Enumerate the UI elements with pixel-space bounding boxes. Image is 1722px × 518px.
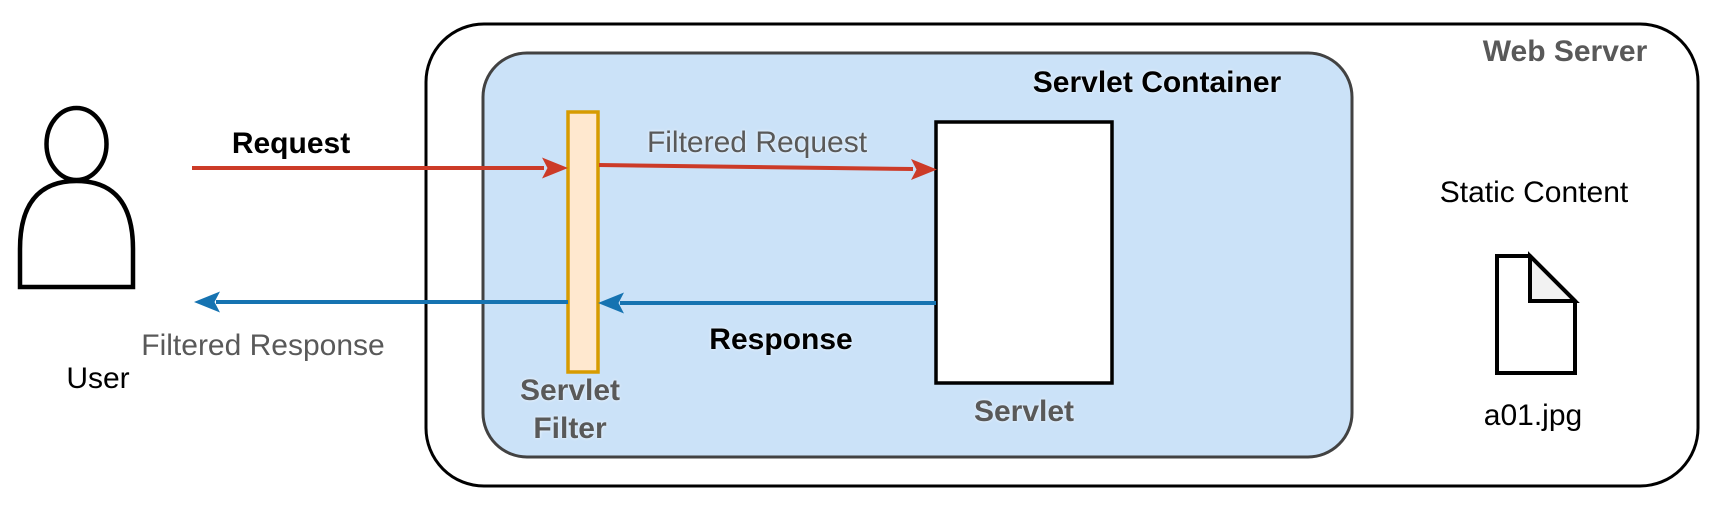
servlet-box [934, 120, 1114, 385]
filtered-response-label: Filtered Response [141, 329, 385, 362]
request-label: Request [231, 127, 351, 160]
user-label: User [66, 362, 130, 395]
filtered-response-arrowhead-icon [194, 291, 220, 313]
user-body-shape [17, 178, 136, 290]
response-label: Response [709, 323, 853, 356]
filtered-request-label: Filtered Request [646, 126, 868, 159]
document-icon [1495, 251, 1580, 375]
response-arrowhead-icon [598, 292, 624, 314]
user-head-shape [44, 105, 109, 183]
filtered-request-arrow-line [598, 163, 914, 171]
servlet-label: Servlet [973, 395, 1075, 428]
servlet-filter-label-line1: Servlet [519, 374, 621, 407]
servlet-filter-label-line2: Filter [533, 412, 607, 445]
servlet-filter-bar [566, 110, 600, 374]
filtered-request-arrowhead-icon [911, 159, 937, 180]
web-server-label: Web Server [1482, 35, 1648, 68]
user-icon [17, 105, 136, 290]
servlet-container-label: Servlet Container [1032, 66, 1282, 99]
static-content-label: Static Content [1439, 176, 1629, 209]
request-arrowhead-icon [542, 157, 568, 179]
servlet-container-box [481, 51, 1354, 459]
file-name-label: a01.jpg [1483, 399, 1583, 432]
document-fold-shape [1528, 251, 1580, 303]
servlet-filter-label: Servlet Filter [520, 372, 620, 448]
